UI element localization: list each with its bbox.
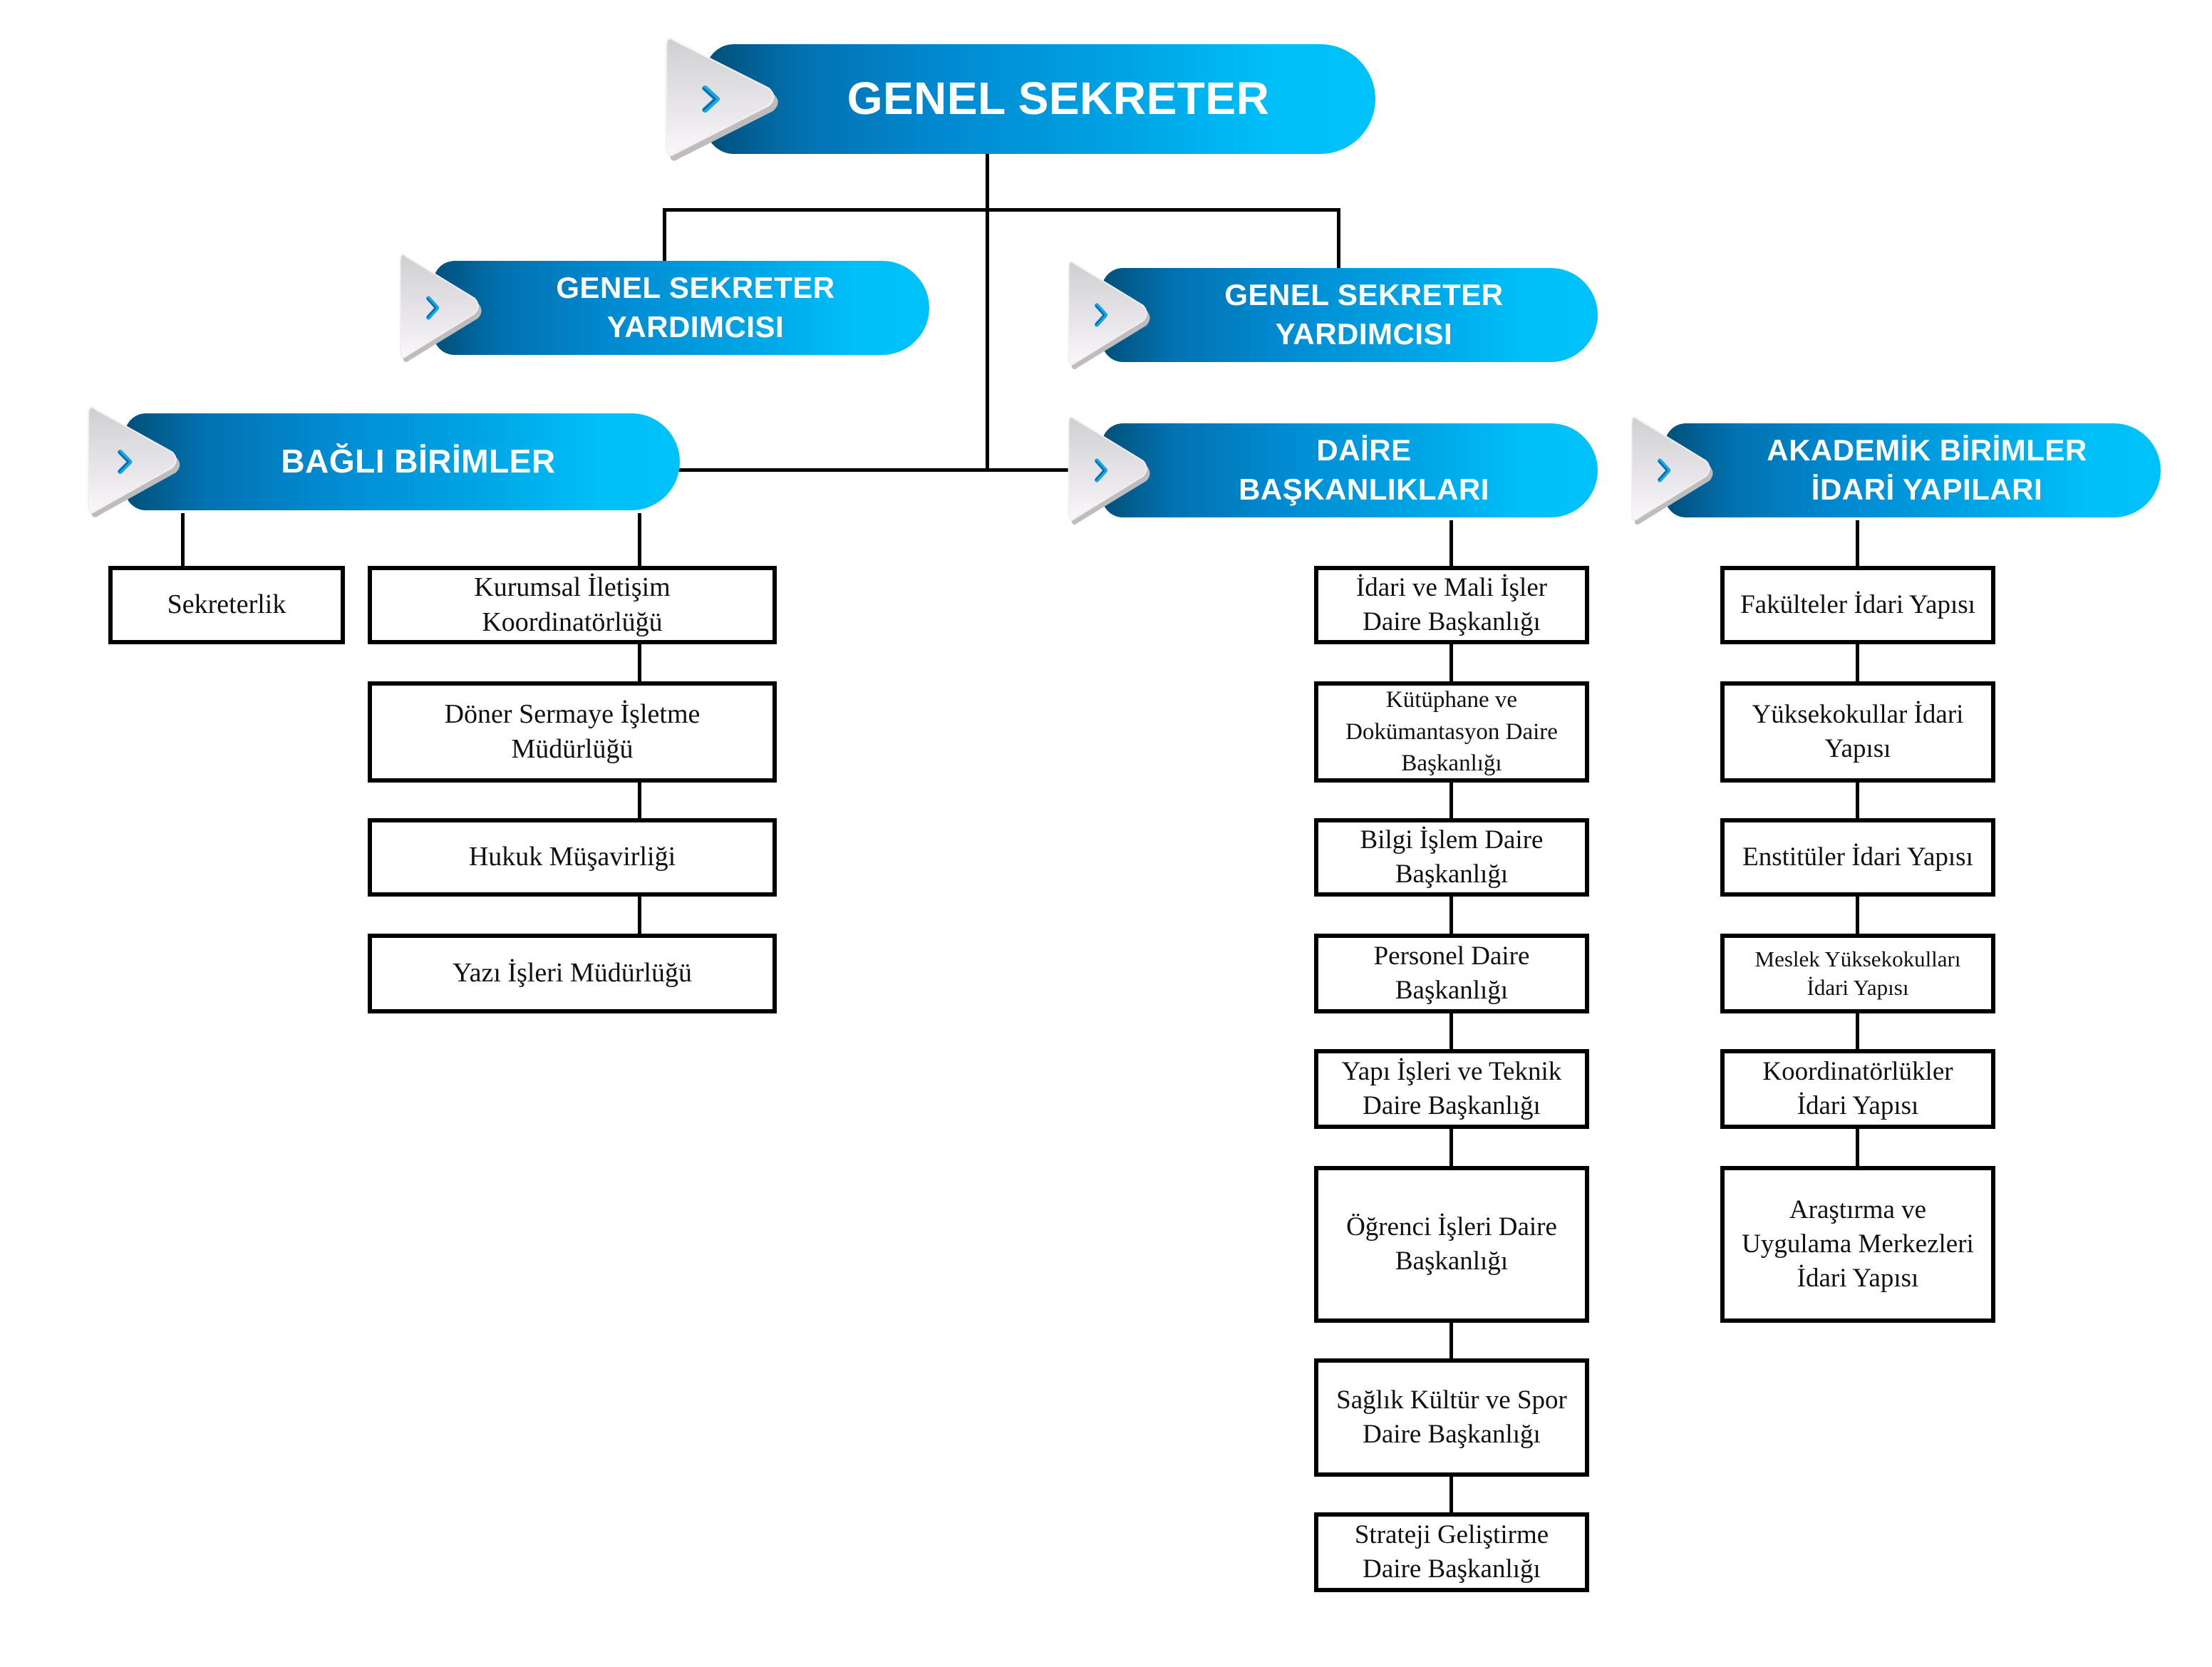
bagli-birimler-title: BAĞLI BİRİMLER	[281, 443, 556, 480]
unit-box[interactable]: Kütüphane ve Dokümantasyon Daire Başkanl…	[1314, 681, 1589, 783]
unit-box[interactable]: Yapı İşleri ve Teknik Daire Başkanlığı	[1314, 1049, 1589, 1129]
connector-root-down	[986, 153, 989, 472]
unit-box[interactable]: Döner Sermaye İşletme Müdürlüğü	[368, 681, 777, 783]
deputy-right-title: GENEL SEKRETER YARDIMCISI	[1224, 278, 1504, 351]
daire-baskanliklari-title: DAİRE BAŞKANLIKLARI	[1239, 433, 1489, 506]
unit-box[interactable]: Fakülteler İdari Yapısı	[1720, 566, 1995, 644]
unit-box[interactable]: Kurumsal İletişim Koordinatörlüğü	[368, 566, 777, 644]
unit-box-sekreterlik[interactable]: Sekreterlik	[108, 566, 345, 644]
unit-box[interactable]: Yüksekokullar İdari Yapısı	[1720, 681, 1995, 783]
unit-box[interactable]: Araştırma ve Uygulama Merkezleri İdari Y…	[1720, 1166, 1995, 1323]
unit-box[interactable]: Hukuk Müşavirliği	[368, 818, 777, 897]
root-banner[interactable]: GENEL SEKRETER	[663, 37, 1375, 161]
unit-box[interactable]: Personel Daire Başkanlığı	[1314, 934, 1589, 1013]
unit-box[interactable]: Strateji Geliştirme Daire Başkanlığı	[1314, 1512, 1589, 1592]
akademik-birimler-banner[interactable]: AKADEMİK BİRİMLER İDARİ YAPILARI	[1629, 416, 2161, 525]
akademik-birimler-title: AKADEMİK BİRİMLER İDARİ YAPILARI	[1767, 433, 2087, 506]
play-badge-shape	[665, 37, 778, 161]
unit-box[interactable]: İdari ve Mali İşler Daire Başkanlığı	[1314, 566, 1589, 644]
chevron-right-icon	[398, 251, 483, 365]
unit-box[interactable]: Yazı İşleri Müdürlüğü	[368, 934, 777, 1013]
deputy-banner-right[interactable]: GENEL SEKRETER YARDIMCISI	[1066, 261, 1598, 369]
chevron-right-icon	[1066, 258, 1152, 372]
bagli-birimler-banner[interactable]: BAĞLI BİRİMLER	[86, 406, 680, 517]
unit-box[interactable]: Meslek Yüksekokulları İdari Yapısı	[1720, 934, 1995, 1013]
unit-box[interactable]: Öğrenci İşleri Daire Başkanlığı	[1314, 1166, 1589, 1323]
chevron-right-icon	[1629, 413, 1715, 527]
connector-groups-horizontal	[677, 468, 1076, 472]
chevron-right-icon	[663, 34, 780, 164]
unit-box[interactable]: Bilgi İşlem Daire Başkanlığı	[1314, 818, 1589, 897]
unit-box[interactable]: Koordinatörlükler İdari Yapısı	[1720, 1049, 1995, 1129]
play-badge-shape	[88, 406, 180, 517]
connector-right-deputy	[1337, 208, 1340, 269]
connector-deputies-horizontal	[663, 208, 1340, 212]
connector-daire-column	[1449, 520, 1453, 1518]
connector-sekreterlik	[181, 513, 185, 569]
chevron-right-icon	[86, 403, 182, 520]
play-badge-shape	[1630, 416, 1713, 525]
connector-left-deputy	[663, 208, 666, 262]
play-badge-shape	[399, 254, 482, 362]
unit-box[interactable]: Enstitüler İdari Yapısı	[1720, 818, 1995, 897]
root-title: GENEL SEKRETER	[847, 73, 1270, 125]
play-badge-shape	[1068, 416, 1150, 525]
play-badge-shape	[1068, 261, 1150, 369]
deputy-banner-left[interactable]: GENEL SEKRETER YARDIMCISI	[398, 254, 929, 362]
unit-box[interactable]: Sağlık Kültür ve Spor Daire Başkanlığı	[1314, 1358, 1589, 1477]
deputy-left-title: GENEL SEKRETER YARDIMCISI	[556, 271, 835, 344]
chevron-right-icon	[1066, 413, 1152, 527]
daire-baskanliklari-banner[interactable]: DAİRE BAŞKANLIKLARI	[1066, 416, 1598, 525]
